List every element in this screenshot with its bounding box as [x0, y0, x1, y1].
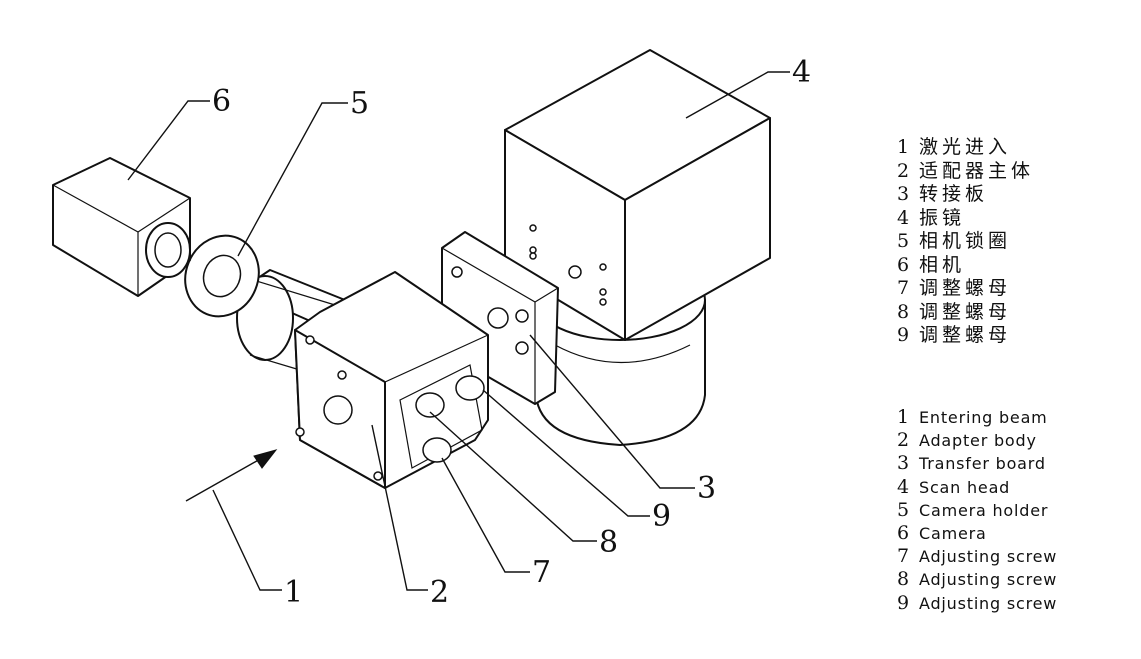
scan-head [504, 49, 771, 446]
legend-en-number: 4 [897, 475, 910, 498]
legend-en-item: 3 Transfer board [897, 452, 1057, 475]
callout-7: 7 [532, 555, 551, 590]
legend-cn-number: 5 [897, 230, 910, 252]
legend-cn-item: 7 调整螺母 [897, 277, 1034, 301]
legend-en-label: Camera [919, 524, 987, 544]
camera [52, 157, 191, 297]
adapter-body [236, 269, 489, 489]
leader-lines [127, 71, 790, 591]
callout-9: 9 [652, 499, 671, 534]
legend-cn-label: 振镜 [919, 206, 966, 229]
callout-2: 2 [430, 575, 449, 610]
legend-en-label: Scan head [919, 477, 1011, 497]
legend-cn-item: 8 调整螺母 [897, 301, 1034, 325]
callout-5: 5 [350, 86, 369, 121]
camera-holder [184, 234, 260, 318]
legend-cn-number: 7 [897, 277, 910, 299]
legend-cn-label: 调整螺母 [919, 324, 1012, 346]
legend-cn-label: 激光进入 [919, 136, 1012, 158]
callout-4: 4 [792, 55, 811, 90]
legend-cn-number: 2 [897, 159, 910, 182]
legend-en-item: 2 Adapter body [897, 429, 1057, 452]
legend-english: 1 Entering beam 2 Adapter body 3 Transfer b… [897, 406, 1057, 615]
legend-cn-item: 2 适配器主体 [897, 160, 1034, 184]
legend-cn-item: 1 激光进入 [897, 136, 1034, 160]
legend-en-number: 6 [897, 522, 910, 545]
legend-en-number: 9 [897, 591, 910, 614]
callout-3: 3 [697, 471, 716, 506]
legend-cn-item: 4 振镜 [897, 207, 1034, 231]
legend-cn-number: 8 [897, 300, 910, 323]
legend-en-item: 1 Entering beam [897, 406, 1057, 429]
legend-cn-item: 6 相机 [897, 254, 1034, 278]
legend-cn-label: 调整螺母 [919, 277, 1012, 299]
legend-cn-number: 1 [897, 136, 910, 158]
legend-en-label: Transfer board [919, 454, 1046, 474]
legend-en-label: Adjusting screw [919, 593, 1058, 613]
legend-en-label: Adjusting screw [919, 570, 1058, 590]
legend-en-item: 7 Adjusting screw [897, 545, 1057, 568]
legend-cn-label: 转接板 [919, 183, 989, 205]
legend-en-number: 2 [897, 429, 910, 452]
legend-en-number: 3 [897, 452, 910, 475]
legend-en-item: 8 Adjusting screw [897, 568, 1057, 591]
legend-en-label: Camera holder [919, 500, 1049, 520]
callout-6: 6 [212, 84, 231, 119]
legend-en-item: 9 Adjusting screw [897, 592, 1057, 615]
legend-en-item: 6 Camera [897, 522, 1057, 545]
legend-cn-number: 9 [897, 324, 910, 346]
legend-en-number: 7 [897, 545, 910, 568]
legend-cn-item: 9 调整螺母 [897, 324, 1034, 348]
legend-cn-number: 6 [897, 253, 910, 276]
legend-en-label: Entering beam [919, 408, 1048, 427]
legend-en-item: 5 Camera holder [897, 499, 1057, 522]
legend-cn-item: 5 相机锁圈 [897, 230, 1034, 254]
legend-en-number: 5 [897, 498, 910, 521]
legend-cn-label: 适配器主体 [919, 159, 1035, 182]
legend-en-label: Adjusting screw [919, 547, 1058, 567]
legend-en-label: Adapter body [919, 431, 1037, 451]
legend-en-number: 1 [897, 406, 910, 428]
legend-cn-label: 调整螺母 [919, 300, 1012, 323]
legend-cn-item: 3 转接板 [897, 183, 1034, 207]
legend-cn-number: 4 [897, 206, 910, 229]
legend-en-item: 4 Scan head [897, 476, 1057, 499]
legend-cn-label: 相机锁圈 [919, 230, 1012, 252]
callout-1: 1 [284, 575, 303, 610]
legend-cn-number: 3 [897, 183, 910, 205]
entering-beam-arrow [185, 449, 278, 502]
legend-cn-label: 相机 [919, 253, 966, 276]
legend-en-number: 8 [897, 568, 910, 591]
callout-8: 8 [599, 525, 618, 560]
